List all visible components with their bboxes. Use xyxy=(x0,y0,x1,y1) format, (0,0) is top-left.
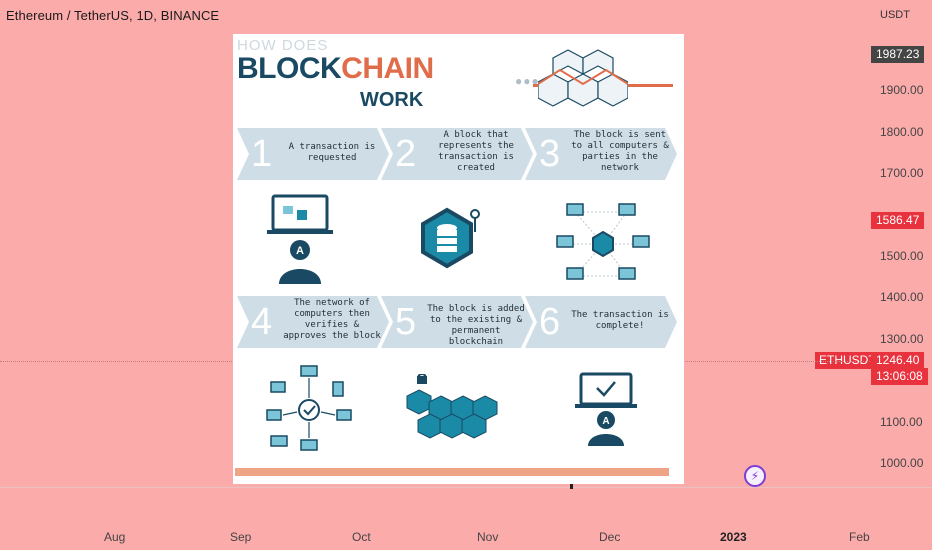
infographic-title: BLOCKCHAIN xyxy=(237,52,434,86)
mid-price-badge: 1586.47 xyxy=(871,212,925,229)
axis-divider xyxy=(0,487,932,488)
x-tick: Aug xyxy=(104,530,126,544)
countdown-badge: 13:06:08 xyxy=(871,368,928,385)
time-axis[interactable]: Aug Sep Oct Nov Dec 2023 Feb xyxy=(0,520,932,550)
step-text: The network of computers then verifies &… xyxy=(283,298,381,341)
x-tick: Nov xyxy=(477,530,499,544)
step-number: 5 xyxy=(395,301,417,343)
x-tick: Dec xyxy=(599,530,621,544)
steps-row-1: 1 A transaction is requested 2 A block t… xyxy=(237,128,677,180)
title-chain: CHAIN xyxy=(341,52,434,85)
cube-cluster-icon xyxy=(538,49,628,107)
step-3: 3 The block is sent to all computers & p… xyxy=(525,128,677,180)
y-tick: 1300.00 xyxy=(880,332,924,346)
y-tick: 1500.00 xyxy=(880,249,924,263)
infographic-how: HOW DOES xyxy=(237,37,329,54)
lightning-icon[interactable]: ⚡ xyxy=(744,465,766,487)
step-text: A block that represents the transaction … xyxy=(438,130,514,173)
step-4: 4 The network of computers then verifies… xyxy=(237,296,389,348)
blockchain-infographic: HOW DOES BLOCKCHAIN WORK ●●● 1 A transac… xyxy=(233,34,684,484)
steps-row-2: 4 The network of computers then verifies… xyxy=(237,296,677,348)
verify-network-icon xyxy=(266,365,352,451)
network-icon xyxy=(556,203,650,280)
svg-text:A: A xyxy=(602,416,609,427)
y-tick: 1100.00 xyxy=(880,415,923,429)
high-price-badge: 1987.23 xyxy=(871,46,925,63)
x-tick: Sep xyxy=(230,530,252,544)
infographic-work: WORK xyxy=(360,89,424,111)
svg-text:A: A xyxy=(296,245,304,257)
step-number: 4 xyxy=(251,301,273,343)
step-5: 5 The block is added to the existing & p… xyxy=(381,296,533,348)
symbol-badge[interactable]: ETHUSDT xyxy=(815,352,880,369)
currency-label[interactable]: USDT xyxy=(880,9,910,21)
y-tick: 1800.00 xyxy=(880,125,924,139)
step-text: The transaction is complete! xyxy=(571,310,669,331)
user-computer-icon: A xyxy=(267,194,333,284)
price-badge: 1246.40 xyxy=(871,352,925,369)
y-tick: 1000.00 xyxy=(880,456,924,470)
step-number: 1 xyxy=(251,133,273,175)
dots-decoration: ●●● xyxy=(515,74,540,88)
step-1: 1 A transaction is requested xyxy=(237,128,389,180)
step-number: 2 xyxy=(395,133,417,175)
step-6: 6 The transaction is complete! xyxy=(525,296,677,348)
step-text: The block is sent to all computers & par… xyxy=(571,130,669,173)
footer-bar xyxy=(235,468,669,476)
step-number: 3 xyxy=(539,133,561,175)
x-tick: Oct xyxy=(352,530,371,544)
step-2: 2 A block that represents the transactio… xyxy=(381,128,533,180)
blockchain-cubes-icon xyxy=(406,374,498,439)
x-tick-year: 2023 xyxy=(720,530,747,544)
completed-user-icon: A xyxy=(575,372,637,446)
y-tick: 1400.00 xyxy=(880,290,924,304)
step-number: 6 xyxy=(539,301,561,343)
chart-title[interactable]: Ethereum / TetherUS, 1D, BINANCE xyxy=(6,8,220,23)
step-text: The block is added to the existing & per… xyxy=(427,304,525,347)
step-text: A transaction is requested xyxy=(288,142,376,163)
x-tick: Feb xyxy=(849,530,870,544)
title-block: BLOCK xyxy=(237,52,342,85)
y-tick: 1900.00 xyxy=(880,83,924,97)
candle-mark xyxy=(570,484,573,489)
y-tick: 1700.00 xyxy=(880,166,924,180)
database-block-icon xyxy=(421,207,480,269)
